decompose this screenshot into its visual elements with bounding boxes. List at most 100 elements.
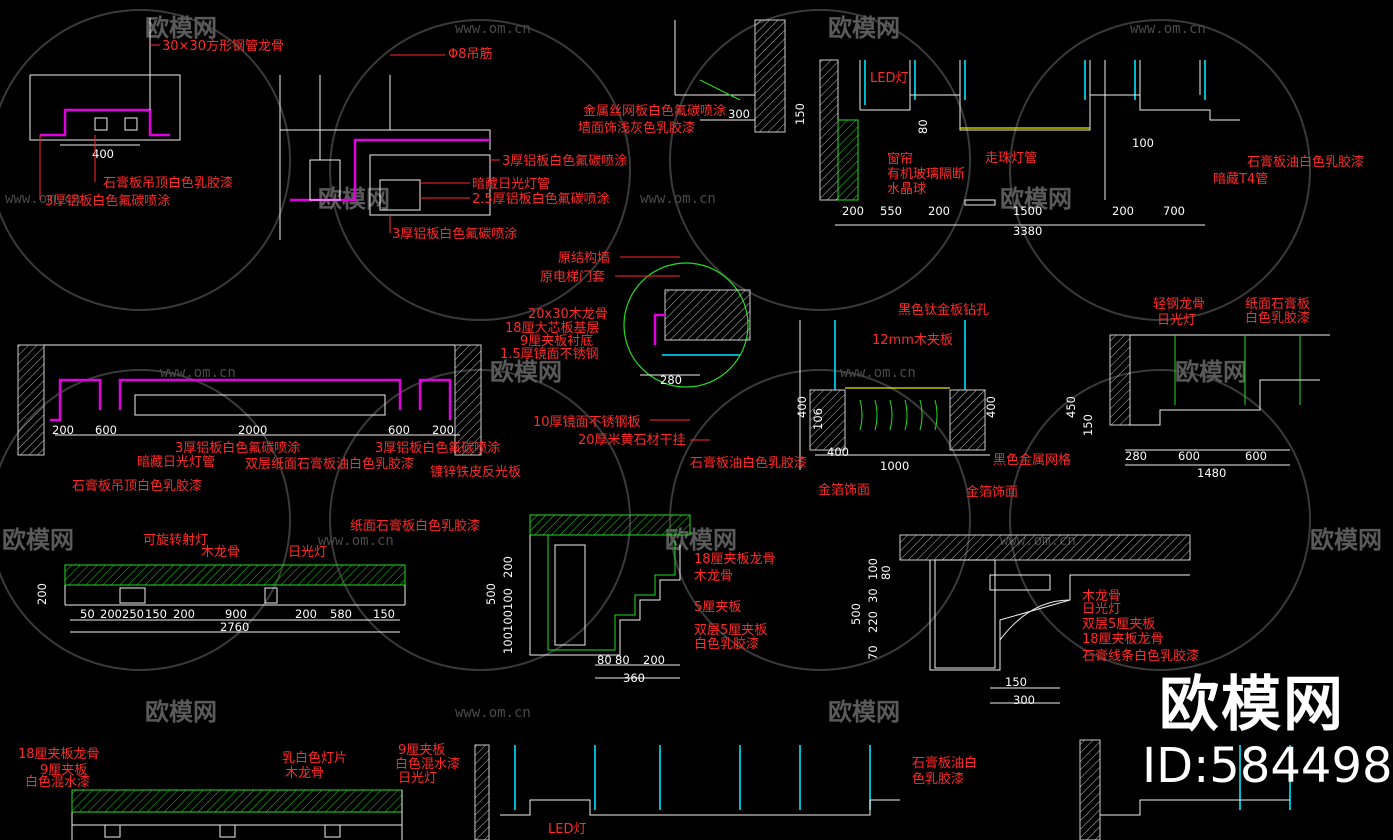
svg-text:黑色钛金板钻孔: 黑色钛金板钻孔 xyxy=(898,302,989,318)
svg-text:黑色金属网格: 黑色金属网格 xyxy=(993,452,1071,468)
svg-text:200: 200 xyxy=(928,204,950,218)
svg-text:双层5厘夹板: 双层5厘夹板 xyxy=(694,623,767,638)
svg-text:双层纸面石膏板油白色乳胶漆: 双层纸面石膏板油白色乳胶漆 xyxy=(245,456,414,472)
svg-text:450: 450 xyxy=(1064,396,1078,418)
svg-text:3厚铝板白色氟碳喷涂: 3厚铝板白色氟碳喷涂 xyxy=(375,440,500,456)
svg-text:200: 200 xyxy=(842,204,864,218)
svg-text:欧模网: 欧模网 xyxy=(1175,358,1247,386)
svg-text:暗藏日光灯管: 暗藏日光灯管 xyxy=(137,455,215,470)
svg-text:18厘夹板龙骨: 18厘夹板龙骨 xyxy=(18,747,100,762)
svg-text:www.om.cn: www.om.cn xyxy=(455,705,531,721)
svg-text:400: 400 xyxy=(984,396,998,418)
svg-text:白色乳胶漆: 白色乳胶漆 xyxy=(1245,310,1310,326)
svg-text:3380: 3380 xyxy=(1013,224,1042,238)
svg-text:LED灯: LED灯 xyxy=(548,822,586,837)
svg-text:30: 30 xyxy=(866,588,880,603)
svg-text:360: 360 xyxy=(623,671,645,685)
svg-text:280: 280 xyxy=(660,373,682,387)
svg-text:80: 80 xyxy=(879,565,893,580)
svg-text:9厘夹板: 9厘夹板 xyxy=(398,743,445,758)
svg-text:木龙骨: 木龙骨 xyxy=(1082,589,1121,604)
detail-bottom-right-partial xyxy=(1079,739,1291,840)
svg-text:暗藏日光灯管: 暗藏日光灯管 xyxy=(472,177,550,192)
svg-text:600: 600 xyxy=(95,423,117,437)
svg-text:轻钢龙骨: 轻钢龙骨 xyxy=(1153,297,1205,312)
detail-bottom-led-ceiling: LED灯 石膏板油白 色乳胶漆 xyxy=(474,744,977,840)
svg-text:1.5厚镜面不锈钢: 1.5厚镜面不锈钢 xyxy=(500,347,599,362)
svg-text:欧模网: 欧模网 xyxy=(1310,526,1382,554)
svg-text:220: 220 xyxy=(866,611,880,633)
svg-text:200: 200 xyxy=(52,423,74,437)
svg-text:1480: 1480 xyxy=(1197,466,1226,480)
detail-aluminium-ceiling: Φ8吊筋 3厚铝板白色氟碳喷涂 暗藏日光灯管 2.5厚铝板白色氟碳喷涂 3厚铝板… xyxy=(279,46,627,242)
detail-light-steel-ceiling: 280 600 600 1480 450 150 轻钢龙骨 日光灯 纸面石膏板 … xyxy=(1064,296,1330,480)
watermark-arcs xyxy=(0,9,1311,671)
svg-text:200: 200 xyxy=(501,556,515,578)
svg-text:欧模网: 欧模网 xyxy=(145,14,217,42)
svg-text:www.om.cn: www.om.cn xyxy=(455,21,531,37)
svg-text:9厘夹板衬底: 9厘夹板衬底 xyxy=(520,333,593,349)
detail-ceiling-curtain: 200 550 200 1500 200 700 3380 150 100 80… xyxy=(793,59,1364,238)
svg-text:www.om.cn: www.om.cn xyxy=(160,365,236,381)
svg-text:欧模网: 欧模网 xyxy=(1000,185,1072,213)
svg-text:200: 200 xyxy=(432,423,454,437)
svg-text:100: 100 xyxy=(501,610,515,632)
svg-text:乳白色灯片: 乳白色灯片 xyxy=(282,750,347,766)
svg-text:400: 400 xyxy=(92,147,114,161)
svg-text:日光灯: 日光灯 xyxy=(288,545,327,560)
svg-text:www.om.cn: www.om.cn xyxy=(840,365,916,381)
svg-text:石膏线条白色乳胶漆: 石膏线条白色乳胶漆 xyxy=(1082,648,1199,664)
detail-spotlight-ceiling: 50 200 250 150 200 900 200 580 150 2760 … xyxy=(35,518,480,634)
svg-text:Φ8吊筋: Φ8吊筋 xyxy=(448,46,493,62)
svg-text:200: 200 xyxy=(35,583,49,605)
detail-stepped-cornice: 80 80 200 360 500 200 100 100 100 18厘夹板龙… xyxy=(484,514,776,685)
svg-text:20x30木龙骨: 20x30木龙骨 xyxy=(528,307,608,322)
svg-text:12mm木夹板: 12mm木夹板 xyxy=(872,333,953,348)
svg-text:100: 100 xyxy=(1132,136,1154,150)
svg-text:550: 550 xyxy=(880,204,902,218)
svg-text:200: 200 xyxy=(1112,204,1134,218)
svg-text:木龙骨: 木龙骨 xyxy=(694,569,733,584)
svg-text:3厚铝板白色氟碳喷涂: 3厚铝板白色氟碳喷涂 xyxy=(45,193,170,209)
svg-text:600: 600 xyxy=(1178,449,1200,463)
svg-text:石膏板吊顶白色乳胶漆: 石膏板吊顶白色乳胶漆 xyxy=(72,478,202,494)
svg-text:100: 100 xyxy=(501,588,515,610)
svg-text:欧模网: 欧模网 xyxy=(145,698,217,726)
svg-text:木龙骨: 木龙骨 xyxy=(201,545,240,560)
svg-text:106: 106 xyxy=(811,408,825,430)
svg-text:70: 70 xyxy=(866,645,880,660)
svg-text:5厘夹板: 5厘夹板 xyxy=(694,600,741,615)
svg-text:金属丝网板白色氟碳喷涂: 金属丝网板白色氟碳喷涂 xyxy=(583,103,726,119)
svg-text:石膏板油白色乳胶漆: 石膏板油白色乳胶漆 xyxy=(1247,154,1364,170)
svg-text:500: 500 xyxy=(849,603,863,625)
svg-text:原电梯门套: 原电梯门套 xyxy=(540,269,605,285)
detail-wall-mesh: 300 金属丝网板白色氟碳喷涂 墙面饰浅灰色乳胶漆 xyxy=(578,19,786,136)
svg-text:3厚铝板白色氟碳喷涂: 3厚铝板白色氟碳喷涂 xyxy=(502,153,627,169)
svg-text:150: 150 xyxy=(373,607,395,621)
svg-text:3厚铝板白色氟碳喷涂: 3厚铝板白色氟碳喷涂 xyxy=(175,440,300,456)
svg-text:金箔饰面: 金箔饰面 xyxy=(818,482,870,498)
svg-text:白色混水漆: 白色混水漆 xyxy=(395,756,460,772)
svg-text:200: 200 xyxy=(100,607,122,621)
svg-text:30×30方形钢管龙骨: 30×30方形钢管龙骨 xyxy=(162,38,284,54)
svg-text:600: 600 xyxy=(1245,449,1267,463)
svg-text:200: 200 xyxy=(173,607,195,621)
svg-text:白色混水漆: 白色混水漆 xyxy=(25,774,90,790)
svg-text:金箔饰面: 金箔饰面 xyxy=(966,484,1018,500)
svg-text:www.om.cn: www.om.cn xyxy=(640,191,716,207)
svg-text:窗帘: 窗帘 xyxy=(887,151,913,167)
svg-text:150: 150 xyxy=(1005,675,1027,689)
svg-text:400: 400 xyxy=(827,445,849,459)
svg-text:石膏板油白: 石膏板油白 xyxy=(912,755,977,771)
perforated-fins xyxy=(859,399,938,431)
svg-text:走珠灯管: 走珠灯管 xyxy=(985,151,1037,166)
svg-text:有机玻璃隔断: 有机玻璃隔断 xyxy=(887,167,965,182)
svg-text:100: 100 xyxy=(866,558,880,580)
svg-text:色乳胶漆: 色乳胶漆 xyxy=(912,771,964,787)
detail-long-ceiling: 200 600 2000 600 200 3厚铝板白色氟碳喷涂 暗藏日光灯管 双… xyxy=(17,344,521,494)
svg-text:可旋转射灯: 可旋转射灯 xyxy=(143,532,208,548)
detail-gypsum-cove: 150 300 500 100 30 220 70 80 木龙骨 日光灯 双层5… xyxy=(849,534,1199,707)
svg-text:150: 150 xyxy=(793,103,807,125)
svg-text:50: 50 xyxy=(80,607,95,621)
detail-ceiling-steel-frame: 400 30×30方形钢管龙骨 石膏板吊顶白色乳胶漆 3厚铝板白色氟碳喷涂 xyxy=(29,18,284,209)
